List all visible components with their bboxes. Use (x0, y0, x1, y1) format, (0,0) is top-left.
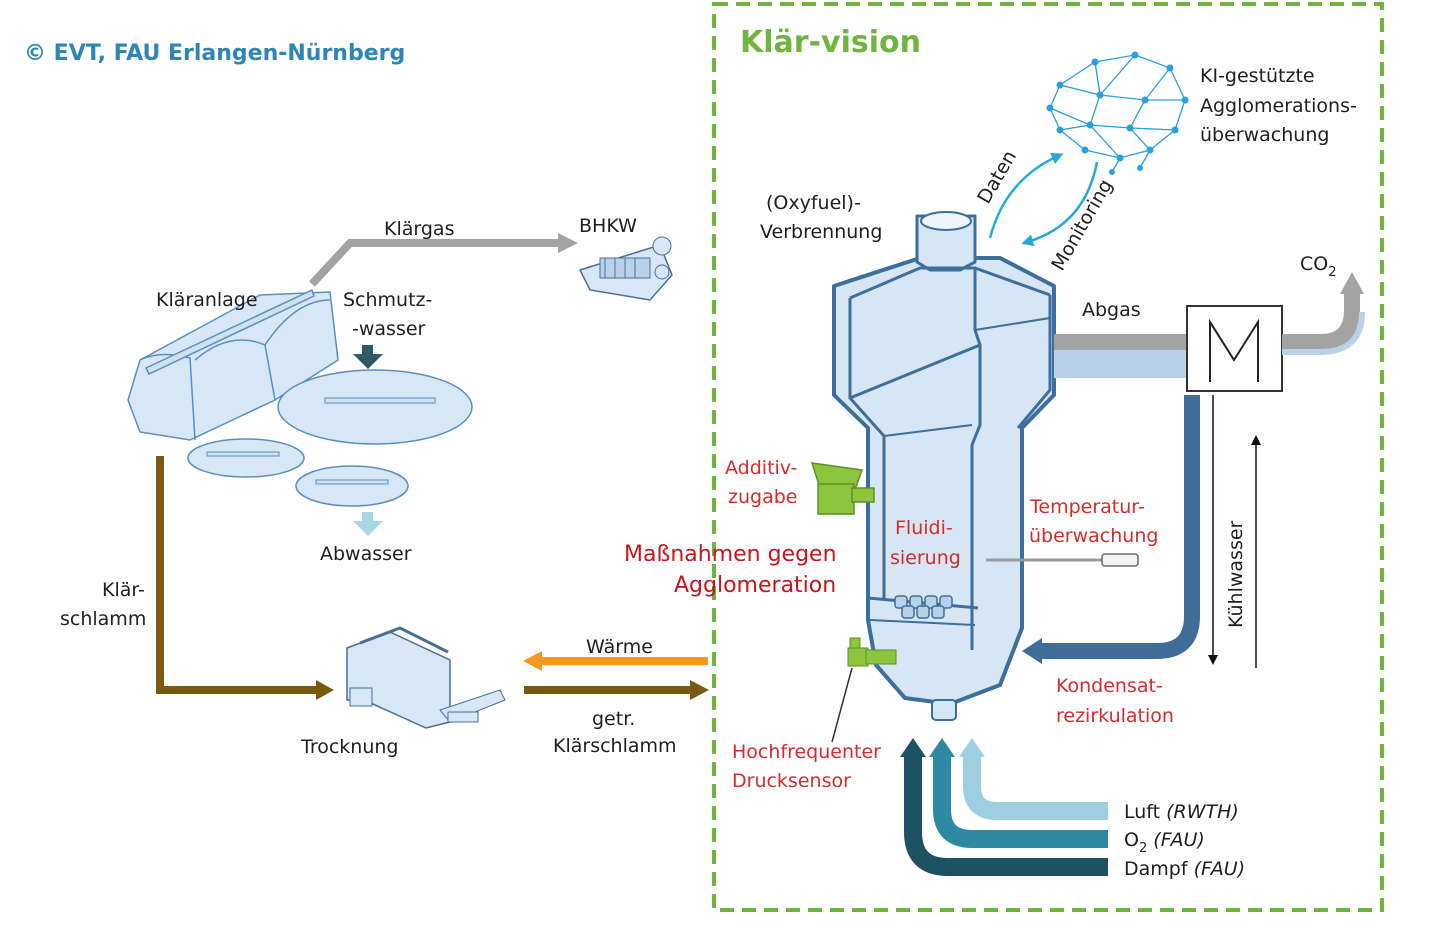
label-schmutzwasser-2: -wasser (352, 318, 426, 340)
label-schmutzwasser-1: Schmutz- (343, 289, 432, 311)
label-klaerschlamm-2: schlamm (60, 608, 146, 630)
o2-pipe (933, 755, 1108, 848)
label-kondensat-2: rezirkulation (1056, 705, 1174, 727)
label-ki-3: überwachung (1200, 124, 1329, 146)
co2-exhaust-pipe (1282, 292, 1360, 350)
copyright-notice: © EVT, FAU Erlangen-Nürnberg (24, 41, 405, 66)
label-massnahmen-1: Maßnahmen gegen (624, 542, 837, 567)
label-trocknung: Trocknung (300, 736, 398, 758)
abwasser-arrow (353, 512, 383, 536)
bhkw-engine-illustration (578, 236, 673, 301)
label-fluid-2: sierung (890, 547, 961, 569)
label-bhkw: BHKW (579, 215, 637, 237)
label-o2: O2 (FAU) (1124, 829, 1205, 856)
label-abgas: Abgas (1082, 299, 1141, 321)
label-additiv-2: zugabe (728, 486, 797, 508)
label-kondensat-1: Kondensat- (1056, 675, 1163, 697)
label-temp-1: Temperatur- (1029, 496, 1145, 518)
label-waerme: Wärme (586, 636, 653, 658)
pressure-sensor-icon (831, 637, 897, 743)
klaerschlamm-line (156, 456, 318, 694)
additive-feeder-icon (810, 462, 875, 515)
monitoring-arrow (1021, 161, 1099, 247)
schmutzwasser-arrow (353, 345, 383, 369)
label-massnahmen-2: Agglomeration (674, 573, 836, 598)
label-dampf: Dampf (FAU) (1124, 858, 1245, 880)
luft-pipe (963, 755, 1108, 820)
reactor-illustration (832, 211, 1056, 721)
label-oxyfuel-1: (Oxyfuel)- (766, 192, 861, 214)
klaer-vision-title: Klär-vision (740, 25, 921, 60)
label-getr-2: Klärschlamm (553, 735, 677, 757)
label-hf-2: Drucksensor (732, 770, 851, 792)
temperature-probe-icon (986, 553, 1139, 567)
label-fluid-1: Fluidi- (895, 517, 953, 539)
daten-arrow (988, 153, 1064, 239)
klaer-vision-box (712, 2, 1384, 912)
label-oxyfuel-2: Verbrennung (760, 221, 882, 243)
label-monitoring: Monitoring (1047, 176, 1117, 275)
label-abwasser: Abwasser (320, 543, 412, 565)
dampf-pipe (904, 755, 1108, 876)
label-hf-1: Hochfrequenter (732, 741, 881, 763)
heat-exchanger-icon (1186, 305, 1283, 392)
abgas-pipe-blue (1054, 350, 1189, 378)
ki-brain-network-icon (1049, 54, 1186, 173)
label-getr-1: getr. (592, 708, 635, 730)
label-temp-2: überwachung (1029, 525, 1158, 547)
ki-brain-nodes (1046, 51, 1189, 175)
trocknung-dryer-illustration (346, 626, 506, 729)
label-co2: CO2 (1300, 253, 1337, 280)
abgas-pipe-grey (1054, 334, 1189, 350)
label-ki-1: KI-gestützte (1200, 65, 1315, 87)
klaergas-arrow (309, 239, 560, 287)
label-klaergas: Klärgas (384, 218, 454, 240)
klaeranlage-illustration (127, 288, 473, 507)
label-klaeranlage: Kläranlage (156, 289, 258, 311)
label-luft: Luft (RWTH) (1124, 801, 1239, 823)
kondensat-pipe (1040, 395, 1200, 659)
label-klaerschlamm-1: Klär- (102, 579, 145, 601)
label-ki-2: Agglomerations- (1200, 95, 1357, 117)
label-daten: Daten (973, 147, 1021, 208)
label-kuehlwasser: Kühlwasser (1225, 520, 1247, 628)
label-additiv-1: Additiv- (725, 457, 797, 479)
